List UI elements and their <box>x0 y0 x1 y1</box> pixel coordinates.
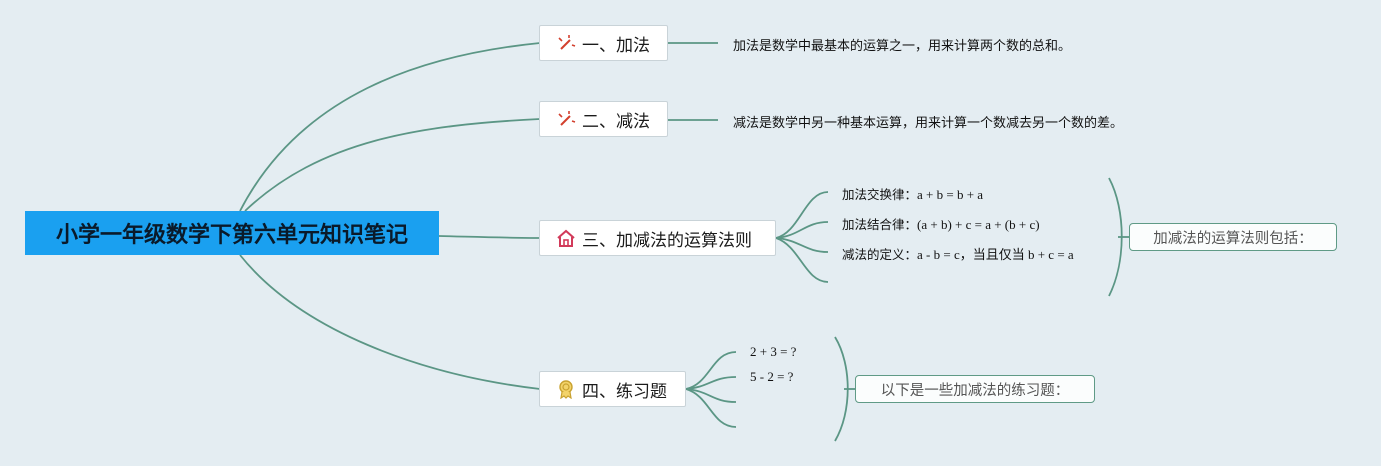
summary-box[interactable]: 以下是一些加减法的练习题： <box>855 375 1095 403</box>
topic-rules[interactable]: 三、加减法的运算法则 <box>539 220 776 256</box>
topic-label: 三、加减法的运算法则 <box>582 230 752 251</box>
root-topic[interactable]: 小学一年级数学下第六单元知识笔记 <box>25 211 439 255</box>
exercise-formula: 5 - 2 = ? <box>750 369 794 384</box>
rule-item: 减法的定义：a - b = c，当且仅当 b + c = a <box>842 244 1074 263</box>
summary-label: 加减法的运算法则包括： <box>1153 230 1313 247</box>
topic-subtraction[interactable]: 二、减法 <box>539 101 668 137</box>
root-title: 小学一年级数学下第六单元知识笔记 <box>55 223 408 248</box>
topic-note: 减法是数学中另一种基本运算，用来计算一个数减去另一个数的差。 <box>733 116 1124 131</box>
summary-box[interactable]: 加减法的运算法则包括： <box>1129 223 1337 251</box>
topic-label: 二、减法 <box>582 111 650 132</box>
rule-label: 减法的定义： <box>842 247 918 262</box>
rule-label: 加法交换律： <box>842 187 918 202</box>
topic-addition[interactable]: 一、加法 <box>539 25 668 61</box>
summary-label: 以下是一些加减法的练习题： <box>880 382 1070 399</box>
topic-label: 一、加法 <box>582 35 650 56</box>
rule-formula: a - b = c，当且仅当 b + c = a <box>917 247 1074 262</box>
magic-wand-icon <box>556 33 576 53</box>
rule-item: 加法交换律：a + b = b + a <box>842 184 983 203</box>
rule-formula: (a + b) + c = a + (b + c) <box>917 217 1040 232</box>
topic-exercises[interactable]: 四、练习题 <box>539 371 686 407</box>
exercise-formula: 2 + 3 = ? <box>750 344 797 359</box>
topic-label: 四、练习题 <box>582 381 667 402</box>
rule-formula: a + b = b + a <box>917 187 984 202</box>
award-ribbon-icon <box>556 379 576 399</box>
rule-label: 加法结合律： <box>842 217 918 232</box>
exercise-item: 2 + 3 = ? <box>750 344 796 360</box>
house-icon <box>556 228 576 248</box>
topic-note: 加法是数学中最基本的运算之一，用来计算两个数的总和。 <box>733 39 1072 54</box>
exercise-item: 5 - 2 = ? <box>750 369 793 385</box>
magic-wand-icon <box>556 109 576 129</box>
rule-item: 加法结合律：(a + b) + c = a + (b + c) <box>842 214 1040 233</box>
